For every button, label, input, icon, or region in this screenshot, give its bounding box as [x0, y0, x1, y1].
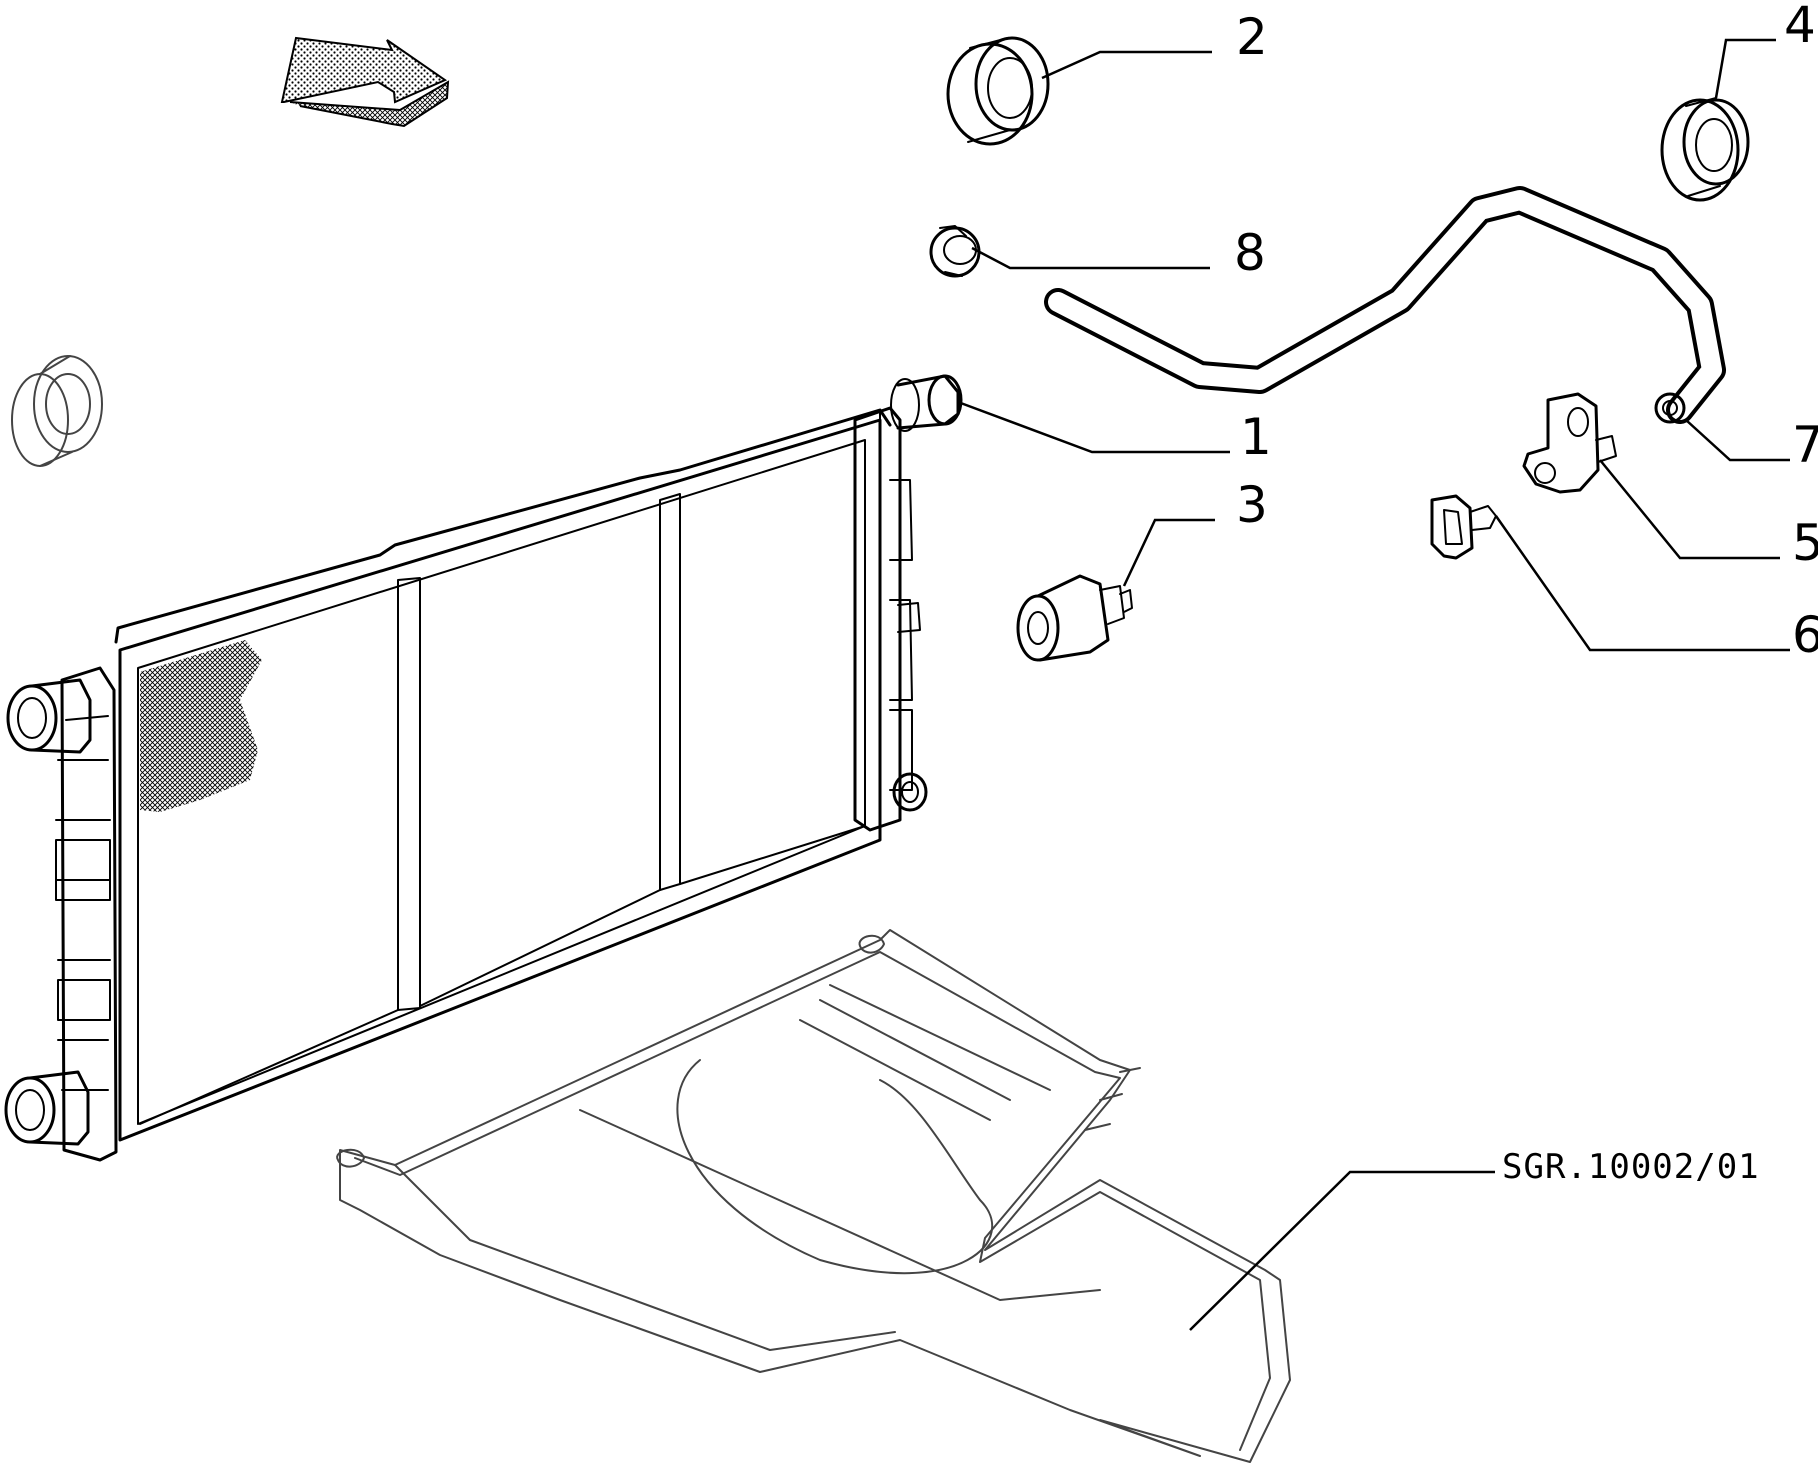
callout-6: 6 [1792, 606, 1818, 664]
hose-part-7 [1044, 186, 1726, 424]
callout-7: 7 [1792, 416, 1818, 474]
grommet-part-4 [1660, 97, 1750, 202]
radiator-lower-outlet [4, 1070, 90, 1146]
radiator [4, 374, 963, 1162]
front-direction-arrow-icon [280, 36, 450, 128]
callout-3: 3 [1236, 476, 1268, 534]
grommet-part-2 [946, 36, 1050, 146]
callout-5: 5 [1792, 514, 1818, 572]
callout-1: 1 [1240, 408, 1272, 466]
callout-4: 4 [1784, 0, 1816, 54]
radiator-upper-outlet [6, 678, 92, 754]
drawing-code: SGR.10002/01 [1502, 1147, 1760, 1187]
leader-lines [957, 38, 1790, 1331]
bracket-part-5 [1522, 392, 1617, 494]
callout-8: 8 [1234, 224, 1266, 282]
clip-part-6 [1430, 494, 1497, 560]
undertray-shield [336, 929, 1291, 1463]
hose-clamp-part-8 [929, 225, 981, 278]
temperature-sensor-part-3 [1016, 574, 1133, 662]
callout-2: 2 [1236, 8, 1268, 66]
loose-grommet [11, 355, 103, 467]
